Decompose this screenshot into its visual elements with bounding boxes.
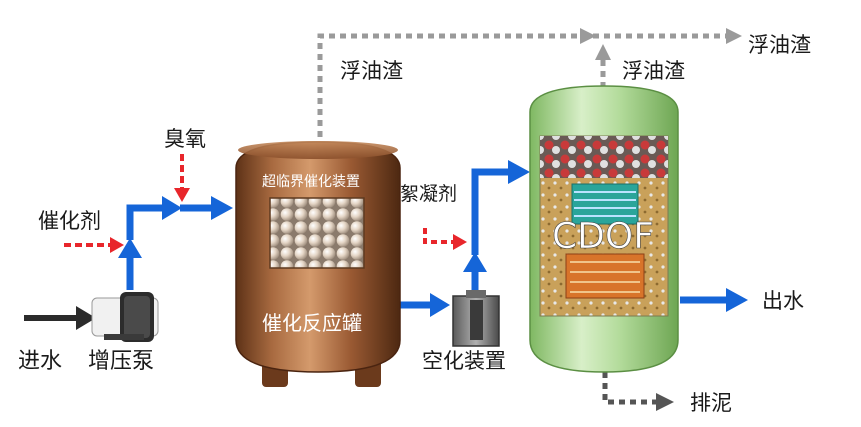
supercritical-device-label: 超临界催化装置 [262, 174, 360, 190]
floating-scum-label-right: 浮油渣 [748, 33, 811, 57]
inlet-water-label: 进水 [18, 349, 62, 374]
scum-line [317, 28, 742, 148]
ozone-label: 臭氧 [164, 127, 206, 151]
ozone-dose-arrow [174, 154, 190, 202]
main-flow-reactor-to-cavitation [398, 293, 450, 317]
cavitation-device [452, 290, 500, 347]
cdof-tank [529, 85, 679, 373]
main-flow-cavitation-to-cdof [463, 160, 530, 297]
catalyst-dose-arrow [64, 237, 124, 253]
outlet-arrow [680, 288, 748, 312]
booster-pump [91, 292, 159, 342]
floating-scum-label-mid: 浮油渣 [622, 59, 685, 83]
booster-pump-label: 增压泵 [88, 349, 154, 374]
cdof-label: CDOF [552, 216, 654, 257]
catalytic-reactor-label: 催化反应罐 [262, 311, 362, 335]
sludge-discharge-label: 排泥 [690, 391, 732, 415]
main-flow-pump-to-reactor [118, 196, 233, 290]
inlet-arrow [24, 306, 96, 330]
floating-scum-label-top: 浮油渣 [340, 59, 403, 83]
flocculant-label: 絮凝剂 [400, 183, 457, 205]
catalyst-label: 催化剂 [38, 209, 101, 233]
cavitation-device-label: 空化装置 [422, 349, 506, 373]
flocculant-dose-arrow [423, 228, 467, 250]
sludge-discharge-arrow [602, 372, 674, 411]
outlet-water-label: 出水 [762, 289, 804, 313]
catalytic-reactor-tank [235, 141, 401, 387]
